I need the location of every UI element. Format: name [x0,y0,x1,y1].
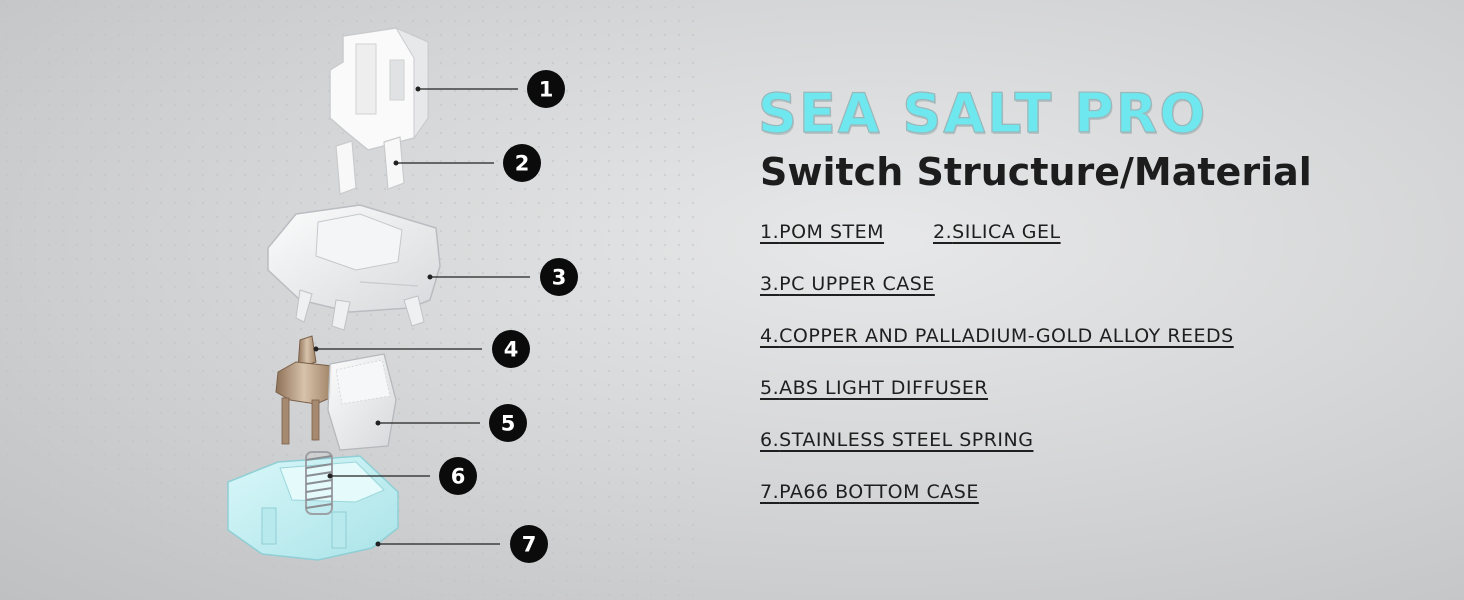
material-label: STAINLESS STEEL SPRING [779,429,1034,451]
material-label: ABS LIGHT DIFFUSER [779,377,989,399]
callout-badge-2: 2 [503,144,541,182]
material-label: PA66 BOTTOM CASE [779,481,979,503]
material-item-1: 1.POM STEM [760,221,884,243]
callout-badge-4: 4 [492,330,530,368]
material-number: 3. [760,273,780,295]
upper-case-part [267,204,441,331]
callout-number: 4 [504,338,519,362]
bottom-case-part [227,455,399,561]
callout-badge-5: 5 [489,404,527,442]
callout-number: 3 [552,266,567,290]
stem-part [329,26,429,151]
leader-dots [313,86,433,547]
product-title: SEA SALT PRO [757,81,1208,145]
material-number: 1. [760,221,780,243]
material-number: 5. [760,377,780,399]
material-item-5: 5.ABS LIGHT DIFFUSER [760,377,988,399]
callout-badge-1: 1 [527,70,565,108]
callout-badge-6: 6 [439,457,477,495]
light-diffuser-part [327,353,397,451]
material-number: 2. [933,221,953,243]
callout-number: 5 [501,412,516,436]
section-subtitle: Switch Structure/Material [760,150,1312,194]
material-item-6: 6.STAINLESS STEEL SPRING [760,429,1033,451]
leader-lines [316,88,530,545]
material-label: PC UPPER CASE [779,273,935,295]
material-number: 4. [760,325,780,347]
material-item-7: 7.PA66 BOTTOM CASE [760,481,979,503]
callout-number: 2 [515,152,530,176]
callout-number: 1 [539,78,554,102]
callout-number: 6 [451,465,466,489]
material-item-4: 4.COPPER AND PALLADIUM-GOLD ALLOY REEDS [760,325,1234,347]
reed-contact-part [275,335,333,445]
callout-badge-3: 3 [540,258,578,296]
material-label: COPPER AND PALLADIUM-GOLD ALLOY REEDS [779,325,1234,347]
exploded-switch-diagram: 1 2 3 4 5 6 7 [227,26,578,563]
spring-part [305,451,333,515]
material-item-2: 2.SILICA GEL [933,221,1061,243]
material-label: POM STEM [779,221,885,243]
callout-number: 7 [522,533,537,557]
material-number: 6. [760,429,780,451]
material-label: SILICA GEL [952,221,1061,243]
material-number: 7. [760,481,780,503]
callout-badge-7: 7 [510,525,548,563]
material-item-3: 3.PC UPPER CASE [760,273,935,295]
